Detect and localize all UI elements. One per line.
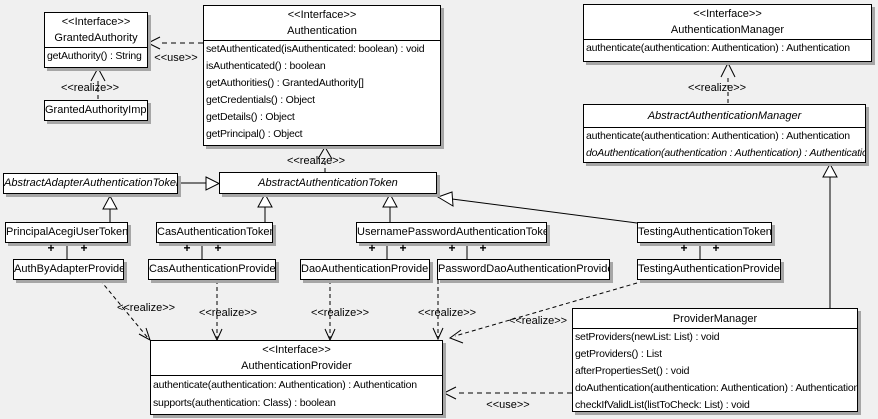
- arrowhead-open-authprovider-passworddao: [432, 327, 444, 341]
- edge-realize-authbyadapter-to-authprovider: [99, 279, 149, 339]
- multiplicity-passworddao-left: +: [448, 241, 456, 255]
- class-authentication-provider[interactable]: <<Interface>> AuthenticationProvider aut…: [150, 340, 443, 415]
- class-name: GrantedAuthority: [54, 32, 138, 44]
- class-granted-authority[interactable]: <<Interface>> GrantedAuthority getAuthor…: [44, 12, 148, 68]
- class-name: AbstractAuthenticationToken: [258, 177, 398, 189]
- multiplicity-principal-left: +: [47, 241, 55, 255]
- label-realize-daoprovider: <<realize>>: [310, 307, 370, 319]
- class-name: PrincipalAcegiUserToken: [6, 226, 128, 238]
- label-use-grantedauthority: <<use>>: [154, 52, 198, 64]
- arrowhead-triangle-abstracttoken-cas: [257, 192, 273, 208]
- class-name: CasAuthenticationToken: [157, 226, 273, 238]
- class-name: UsernamePasswordAuthenticationToken: [357, 226, 547, 238]
- method-row: getDetails() : Object: [206, 111, 295, 123]
- label-realize-testingprovider: <<realize>>: [508, 315, 568, 327]
- class-abstract-authentication-manager[interactable]: AbstractAuthenticationManager authentica…: [583, 104, 866, 163]
- method-row: authenticate(authentication: Authenticat…: [586, 42, 850, 54]
- method-row: supports(authentication: Class) : boolea…: [153, 397, 336, 409]
- class-name: TestingAuthenticationToken: [638, 226, 772, 238]
- class-password-dao-authentication-provider[interactable]: PasswordDaoAuthenticationProvider: [437, 259, 610, 280]
- class-username-password-authentication-token[interactable]: UsernamePasswordAuthenticationToken: [356, 222, 547, 243]
- method-row: getAuthority() : String: [47, 50, 142, 62]
- class-principal-acegi-user-token[interactable]: PrincipalAcegiUserToken: [5, 222, 128, 243]
- class-name: GrantedAuthorityImpl: [45, 104, 148, 116]
- arrowhead-triangle-adaptertoken: [102, 194, 118, 210]
- multiplicity-passworddao-right: +: [479, 241, 487, 255]
- method-row: getAuthorities() : GrantedAuthority[]: [206, 77, 364, 89]
- method-row: doAuthentication(authentication: Authent…: [575, 382, 858, 394]
- multiplicity-cas-right: +: [214, 241, 222, 255]
- stereotype-label: <<Interface>>: [61, 16, 131, 28]
- class-name: AuthenticationManager: [670, 24, 785, 36]
- class-authentication-manager[interactable]: <<Interface>> AuthenticationManager auth…: [583, 4, 872, 62]
- method-row: setProviders(newList: List) : void: [575, 331, 720, 343]
- arrowhead-open-authprovider-testing: [448, 329, 464, 344]
- class-name: AuthByAdapterProvider: [14, 263, 124, 275]
- class-abstract-authentication-token[interactable]: AbstractAuthenticationToken: [219, 172, 437, 194]
- method-row: getProviders() : List: [575, 348, 662, 360]
- class-name: Authentication: [287, 25, 357, 37]
- class-name: AbstractAuthenticationManager: [647, 110, 802, 122]
- arrowhead-open-realize-grantedauthority: [90, 66, 106, 82]
- arrowhead-triangle-abstracttoken-left: [205, 176, 221, 191]
- class-auth-by-adapter-provider[interactable]: AuthByAdapterProvider: [13, 259, 124, 280]
- class-name: AbstractAdapterAuthenticationToken: [4, 177, 178, 189]
- method-row: afterPropertiesSet() : void: [575, 365, 690, 377]
- arrowhead-open-use-grantedauthority: [146, 36, 161, 50]
- multiplicity-principal-right: +: [80, 241, 88, 255]
- edge-realize-testingprovider-to-authprovider: [454, 282, 638, 337]
- class-provider-manager[interactable]: ProviderManager setProviders(newList: Li…: [572, 308, 858, 412]
- arrowhead-triangle-abstractmanager: [822, 162, 838, 178]
- arrowhead-open-realize-authentication: [317, 146, 333, 160]
- label-realize-casprovider: <<realize>>: [198, 307, 258, 319]
- class-cas-authentication-provider[interactable]: CasAuthenticationProvider: [148, 259, 276, 280]
- method-row: isAuthenticated() : boolean: [206, 60, 326, 72]
- class-cas-authentication-token[interactable]: CasAuthenticationToken: [156, 222, 273, 243]
- multiplicity-testing-left: +: [680, 241, 688, 255]
- multiplicity-cas-left: +: [183, 241, 191, 255]
- multiplicity-dao-right: +: [399, 241, 407, 255]
- stereotype-label: <<Interface>>: [287, 9, 357, 21]
- class-abstract-adapter-authentication-token[interactable]: AbstractAdapterAuthenticationToken: [3, 173, 178, 194]
- method-row: getPrincipal() : Object: [206, 128, 303, 140]
- class-granted-authority-impl[interactable]: GrantedAuthorityImpl: [44, 100, 148, 121]
- method-row: authenticate(authentication: Authenticat…: [153, 379, 417, 391]
- method-row: authenticate(authentication: Authenticat…: [586, 130, 850, 142]
- label-realize-grantedauthority: <<realize>>: [60, 82, 120, 94]
- stereotype-label: <<Interface>>: [262, 344, 331, 356]
- label-realize-authmanager: <<realize>>: [687, 82, 747, 94]
- stereotype-label: <<Interface>>: [693, 8, 762, 20]
- multiplicity-dao-left: +: [368, 241, 376, 255]
- method-row-abstract: doAuthentication(authentication : Authen…: [586, 147, 866, 159]
- class-testing-authentication-provider[interactable]: TestingAuthenticationProvider: [637, 259, 781, 280]
- class-name: AuthenticationProvider: [241, 360, 352, 372]
- class-name: TestingAuthenticationProvider: [638, 263, 781, 275]
- label-realize-passworddao: <<realize>>: [417, 307, 477, 319]
- arrowhead-open-use-authprovider: [442, 386, 457, 400]
- class-authentication[interactable]: <<Interface>> Authentication setAuthenti…: [203, 5, 441, 146]
- label-realize-authentication: <<realize>>: [286, 155, 346, 167]
- arrowhead-triangle-abstracttoken-right: [436, 191, 454, 207]
- class-name: PasswordDaoAuthenticationProvider: [438, 263, 610, 275]
- method-row: setAuthenticated(isAuthenticated: boolea…: [206, 43, 425, 55]
- class-dao-authentication-provider[interactable]: DaoAuthenticationProvider: [300, 259, 430, 280]
- class-name: DaoAuthenticationProvider: [301, 263, 430, 275]
- class-name: CasAuthenticationProvider: [149, 263, 276, 275]
- method-row: checkIfValidList(listToCheck: List) : vo…: [575, 399, 750, 411]
- arrowhead-open-realize-authenticationmanager: [720, 61, 736, 78]
- edge-gen-testingtoken-to-abstracttoken: [451, 198, 638, 224]
- method-row: getCredentials() : Object: [206, 94, 315, 106]
- arrowhead-triangle-abstracttoken-username: [382, 192, 398, 208]
- label-realize-authbyadapter: <<realize>>: [116, 302, 176, 314]
- label-use-providermanager: <<use>>: [486, 399, 530, 411]
- class-name: ProviderManager: [672, 313, 758, 325]
- multiplicity-testing-right: +: [712, 241, 720, 255]
- class-testing-authentication-token[interactable]: TestingAuthenticationToken: [637, 222, 772, 243]
